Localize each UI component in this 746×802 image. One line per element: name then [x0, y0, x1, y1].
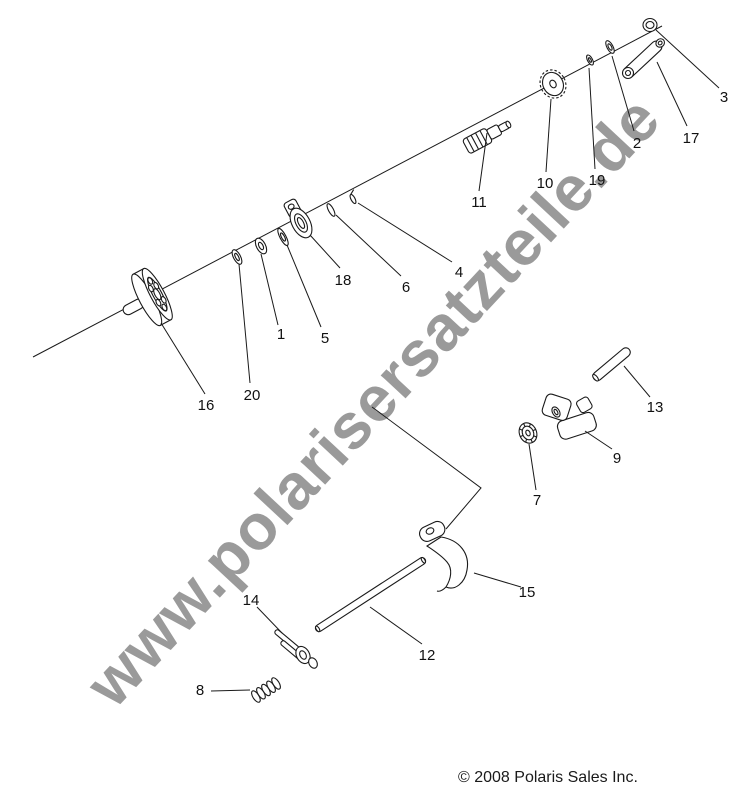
part-6-ring-drawing — [326, 203, 336, 217]
part-15-fork-drawing — [419, 520, 469, 592]
part-label-8: 8 — [196, 682, 204, 699]
part-10-gear-drawing — [539, 69, 567, 99]
part-13-rod-drawing — [592, 347, 631, 382]
part-label-1: 1 — [277, 326, 285, 343]
part-8-spring-drawing — [251, 677, 281, 703]
part-label-6: 6 — [402, 279, 410, 296]
part-4-clip-drawing — [349, 189, 357, 205]
construction-lines — [371, 406, 482, 530]
part-label-18: 18 — [335, 272, 352, 289]
part-label-20: 20 — [244, 387, 261, 404]
part-16-drum-drawing — [122, 267, 173, 327]
part-label-2: 2 — [633, 135, 641, 152]
part-1-nut-drawing — [254, 237, 268, 255]
part-18-bracket-drawing — [283, 198, 313, 239]
part-label-10: 10 — [537, 175, 554, 192]
part-12-rod-drawing — [314, 556, 427, 633]
part-label-19: 19 — [589, 172, 606, 189]
part-5-washer-drawing — [277, 227, 289, 247]
part-17-lever-drawing — [621, 38, 666, 80]
part-label-4: 4 — [455, 264, 463, 281]
part-label-15: 15 — [519, 584, 536, 601]
part-19-nut-drawing — [586, 54, 594, 66]
part-label-17: 17 — [683, 130, 700, 147]
part-11-plunger-drawing — [462, 120, 512, 154]
part-label-7: 7 — [533, 492, 541, 509]
part-label-16: 16 — [198, 397, 215, 414]
part-3-nut-drawing — [642, 17, 658, 33]
part-label-5: 5 — [321, 330, 329, 347]
part-label-3: 3 — [720, 89, 728, 106]
part-label-14: 14 — [243, 592, 260, 609]
part-7-bearing-drawing — [518, 422, 538, 444]
part-label-9: 9 — [613, 450, 621, 467]
part-label-11: 11 — [471, 194, 487, 211]
copyright-text: © 2008 Polaris Sales Inc. — [458, 769, 638, 786]
part-2-washer-drawing — [605, 40, 615, 54]
part-20-washer-drawing — [231, 249, 243, 265]
part-label-13: 13 — [647, 399, 664, 416]
part-label-12: 12 — [419, 647, 436, 664]
part-14-fork-drawing — [274, 629, 318, 669]
leader-lines — [160, 29, 720, 692]
part-labels: 1 2 3 4 5 6 7 8 9 10 11 12 13 14 15 16 1… — [196, 89, 728, 699]
